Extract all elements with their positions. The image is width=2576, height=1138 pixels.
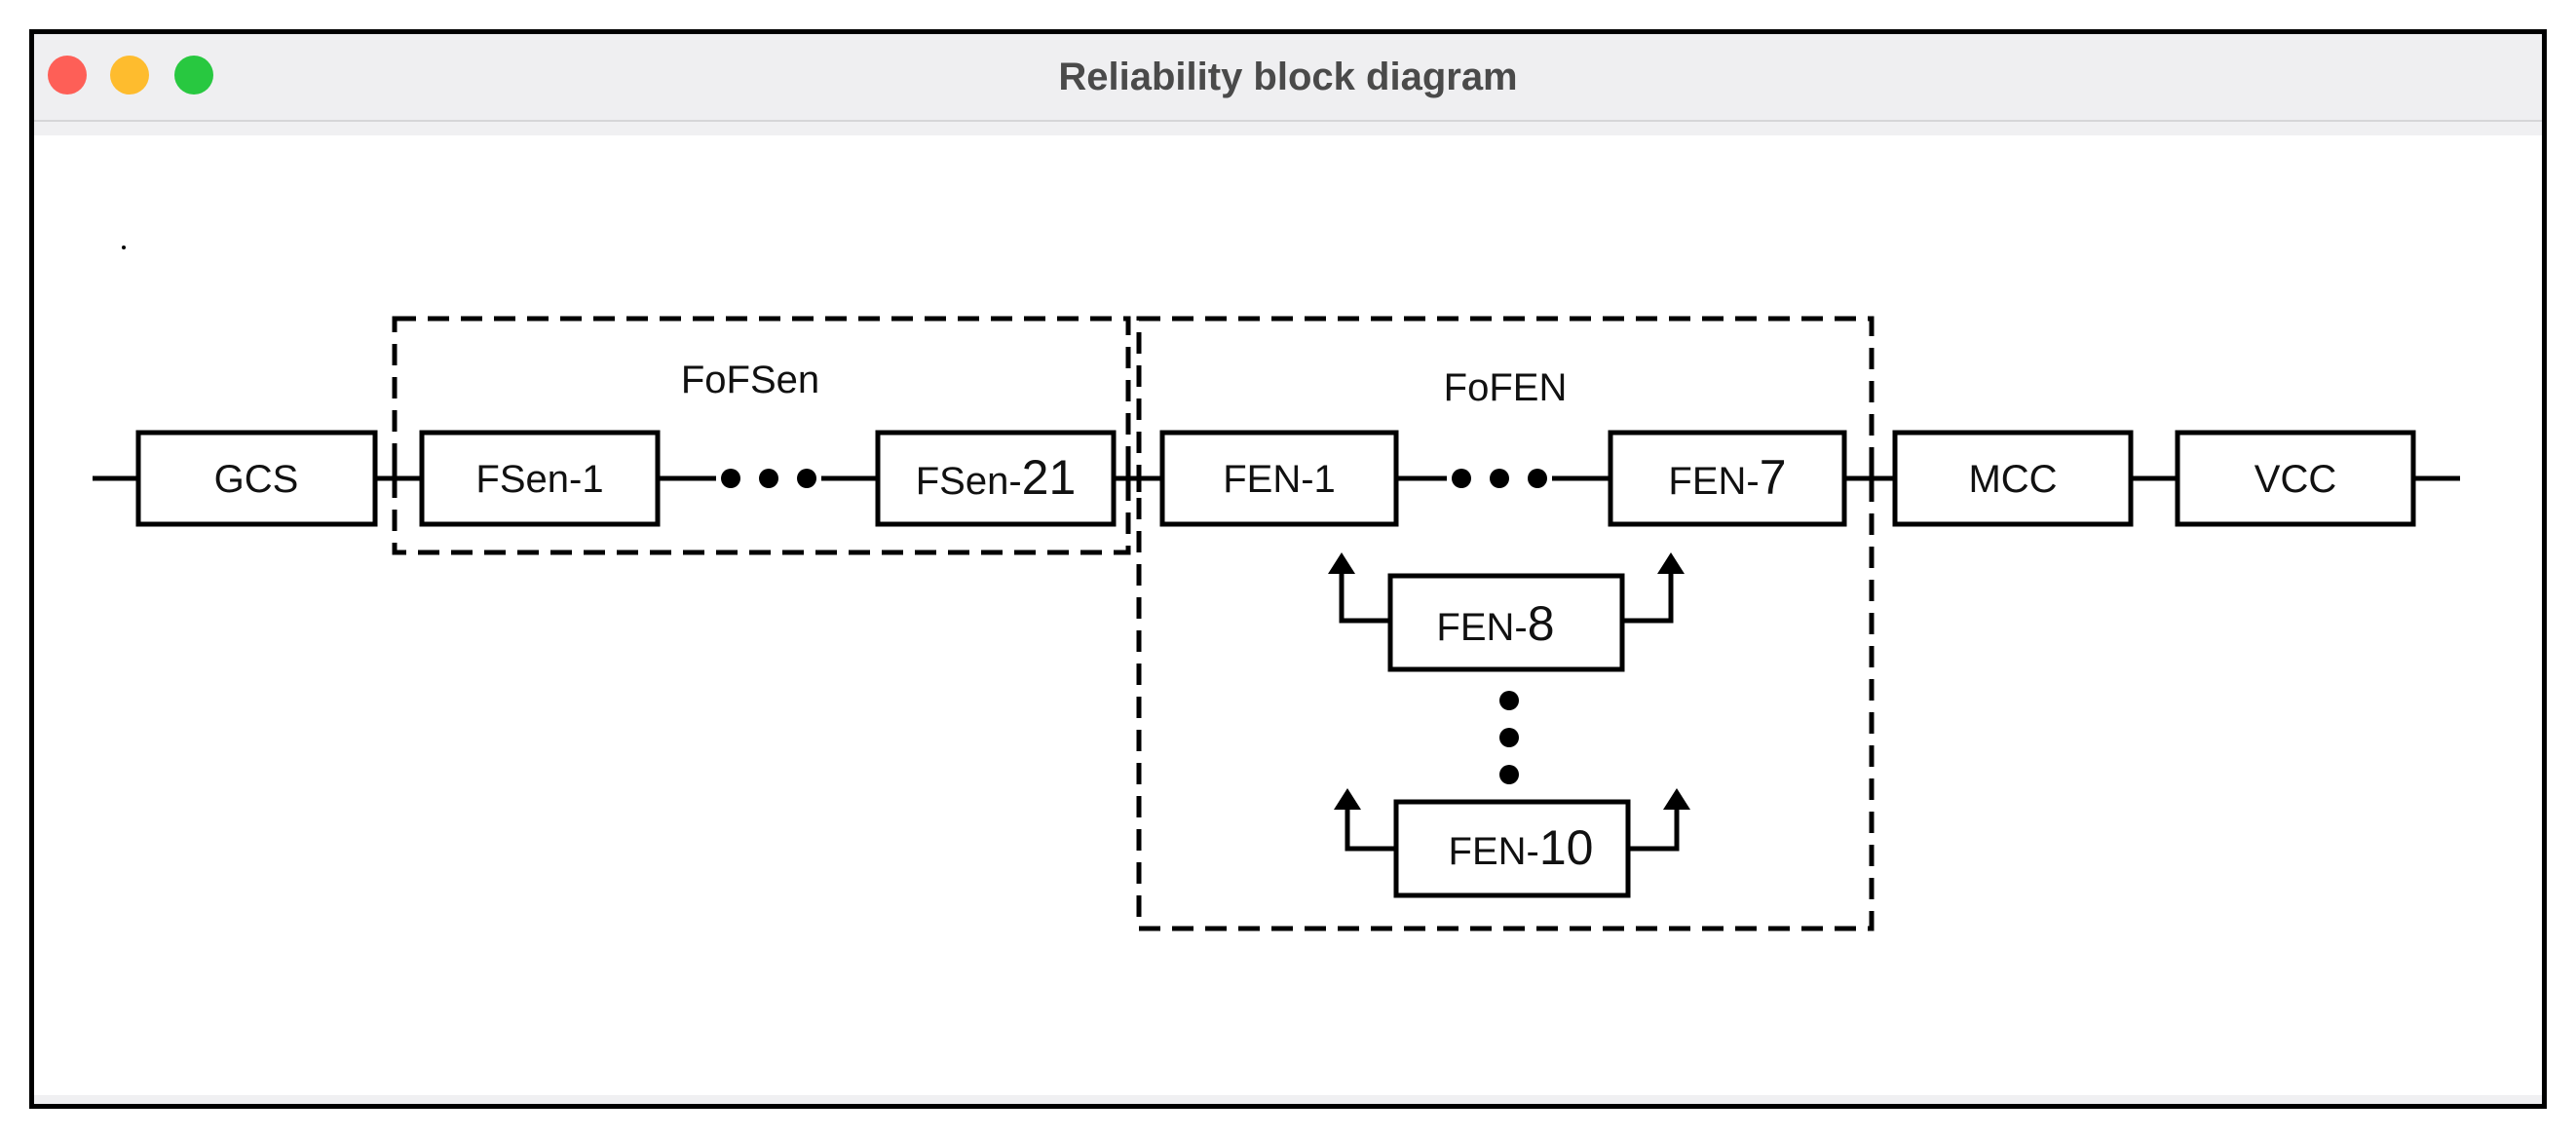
connector-fen10-left [1345,806,1396,852]
group-box-fofsen [392,316,1131,555]
ellipsis-dot [1499,765,1519,784]
window-title: Reliability block diagram [1058,56,1518,98]
label-vcc: VCC [2254,458,2336,501]
block-gcs [135,430,378,527]
label-fen-8: FEN-8 [1436,596,1554,651]
group-label-fofen: FoFEN [1444,366,1568,409]
app-window: Reliability block diagram [29,29,2547,1109]
block-vcc [2175,430,2416,527]
zoom-button[interactable] [174,56,213,95]
connector-fen8-left [1339,570,1390,624]
ellipsis-dot [1490,469,1509,488]
block-fsen-21 [875,430,1117,527]
close-button[interactable] [48,56,87,95]
ellipsis-dot [1499,691,1519,710]
title-bar: Reliability block diagram [34,34,2542,122]
arrow-up-icon [1663,788,1690,810]
label-gcs: GCS [214,458,299,501]
arrow-up-icon [1328,552,1355,574]
ellipsis-dot [759,469,778,488]
connector-fen8-right [1622,570,1674,624]
arrow-up-icon [1334,788,1361,810]
label-fen-7: FEN-7 [1668,450,1786,505]
stray-dot [122,246,126,249]
group-box-fofen [1136,316,1875,931]
block-mcc [1892,430,2134,527]
ellipsis-dot [1499,728,1519,747]
minimize-button[interactable] [110,56,149,95]
reliability-block-diagram: FoFSen FoFEN GCS FSen-1 FSen-21 FEN-1 FE… [93,246,2460,931]
connector-fen10-right [1628,806,1680,852]
ellipsis-dot [1528,469,1547,488]
label-fen-10: FEN-10 [1449,820,1594,875]
label-fsen-1: FSen-1 [475,458,603,501]
group-label-fofsen: FoFSen [681,359,819,401]
label-fsen-21: FSen-21 [916,450,1077,505]
block-fen-7 [1608,430,1847,527]
ellipsis-dot [721,469,740,488]
block-fsen-1 [419,430,661,527]
arrow-up-icon [1657,552,1685,574]
block-fen-1 [1159,430,1399,527]
ellipsis-dot [797,469,816,488]
ellipsis-dot [1452,469,1471,488]
diagram-canvas: FoFSen FoFEN GCS FSen-1 FSen-21 FEN-1 FE… [34,135,2542,1095]
label-fen-1: FEN-1 [1223,458,1336,501]
label-mcc: MCC [1968,458,2057,501]
